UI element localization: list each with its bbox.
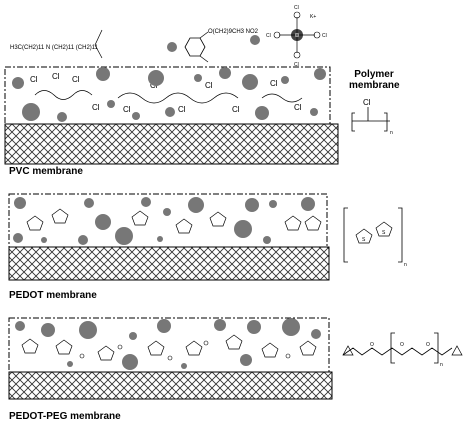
svg-text:Cl: Cl — [232, 105, 240, 114]
polymer-structure-pedot: S S n — [343, 207, 407, 268]
pedot-peg-membrane-layer — [8, 317, 330, 373]
svg-text:n: n — [440, 362, 443, 368]
svg-text:S: S — [382, 230, 386, 236]
svg-text:Cl: Cl — [30, 75, 38, 84]
polymer-membrane-label: Polymer membrane — [349, 69, 400, 91]
pedot-substrate — [8, 246, 330, 281]
pvc-membrane-panel: Cl Cl Cl Cl Cl Cl Cl Cl Cl Cl Cl — [4, 66, 339, 165]
svg-text:Cl: Cl — [178, 105, 186, 114]
svg-text:Cl: Cl — [123, 105, 131, 114]
plasticizer-formula-text: O(CH2)9CH3 NO2 — [208, 29, 259, 35]
pedot-peg-substrate — [8, 371, 333, 400]
pedot-membrane-caption: PEDOT membrane — [9, 290, 97, 301]
svg-text:Cl: Cl — [363, 98, 371, 107]
svg-text:Cl: Cl — [270, 79, 278, 88]
counterion-label: K+ — [310, 14, 316, 20]
svg-text:O: O — [370, 342, 374, 348]
pedot-peg-membrane-caption: PEDOT-PEG membrane — [9, 411, 121, 422]
polymer-structure-pvc: Cl n — [351, 98, 393, 136]
svg-text:O: O — [400, 342, 404, 348]
pedot-membrane-panel — [8, 193, 330, 281]
pvc-substrate — [4, 123, 339, 165]
pedot-peg-membrane-panel — [8, 317, 333, 400]
svg-text:Cl: Cl — [322, 33, 327, 39]
plasticizer-structure: O(CH2)9CH3 NO2 — [184, 29, 259, 63]
pvc-membrane-layer — [4, 66, 331, 125]
svg-text:Cl: Cl — [92, 103, 100, 112]
svg-text:S: S — [362, 237, 366, 243]
svg-text:Cl: Cl — [294, 5, 299, 11]
pvc-membrane-caption: PVC membrane — [9, 166, 83, 177]
svg-text:Cl: Cl — [294, 103, 302, 112]
ionophore-formula-text: H3C(CH2)11 N (CH2)11 (CH2)11 — [10, 45, 99, 51]
polymer-structure-peg: O O O n — [342, 332, 463, 368]
svg-text:Cl: Cl — [72, 75, 80, 84]
svg-text:O: O — [426, 342, 430, 348]
borate-salt-structure: Cl Cl Cl Cl K+ — [266, 5, 327, 68]
svg-text:n: n — [404, 262, 407, 268]
svg-text:n: n — [390, 130, 393, 136]
svg-text:Cl: Cl — [266, 33, 271, 39]
svg-text:Cl: Cl — [52, 72, 60, 81]
svg-text:Cl: Cl — [294, 62, 299, 68]
svg-text:Cl: Cl — [205, 81, 213, 90]
ionophore-structure: H3C(CH2)11 N (CH2)11 (CH2)11 — [10, 29, 103, 59]
pedot-membrane-layer — [8, 193, 328, 248]
